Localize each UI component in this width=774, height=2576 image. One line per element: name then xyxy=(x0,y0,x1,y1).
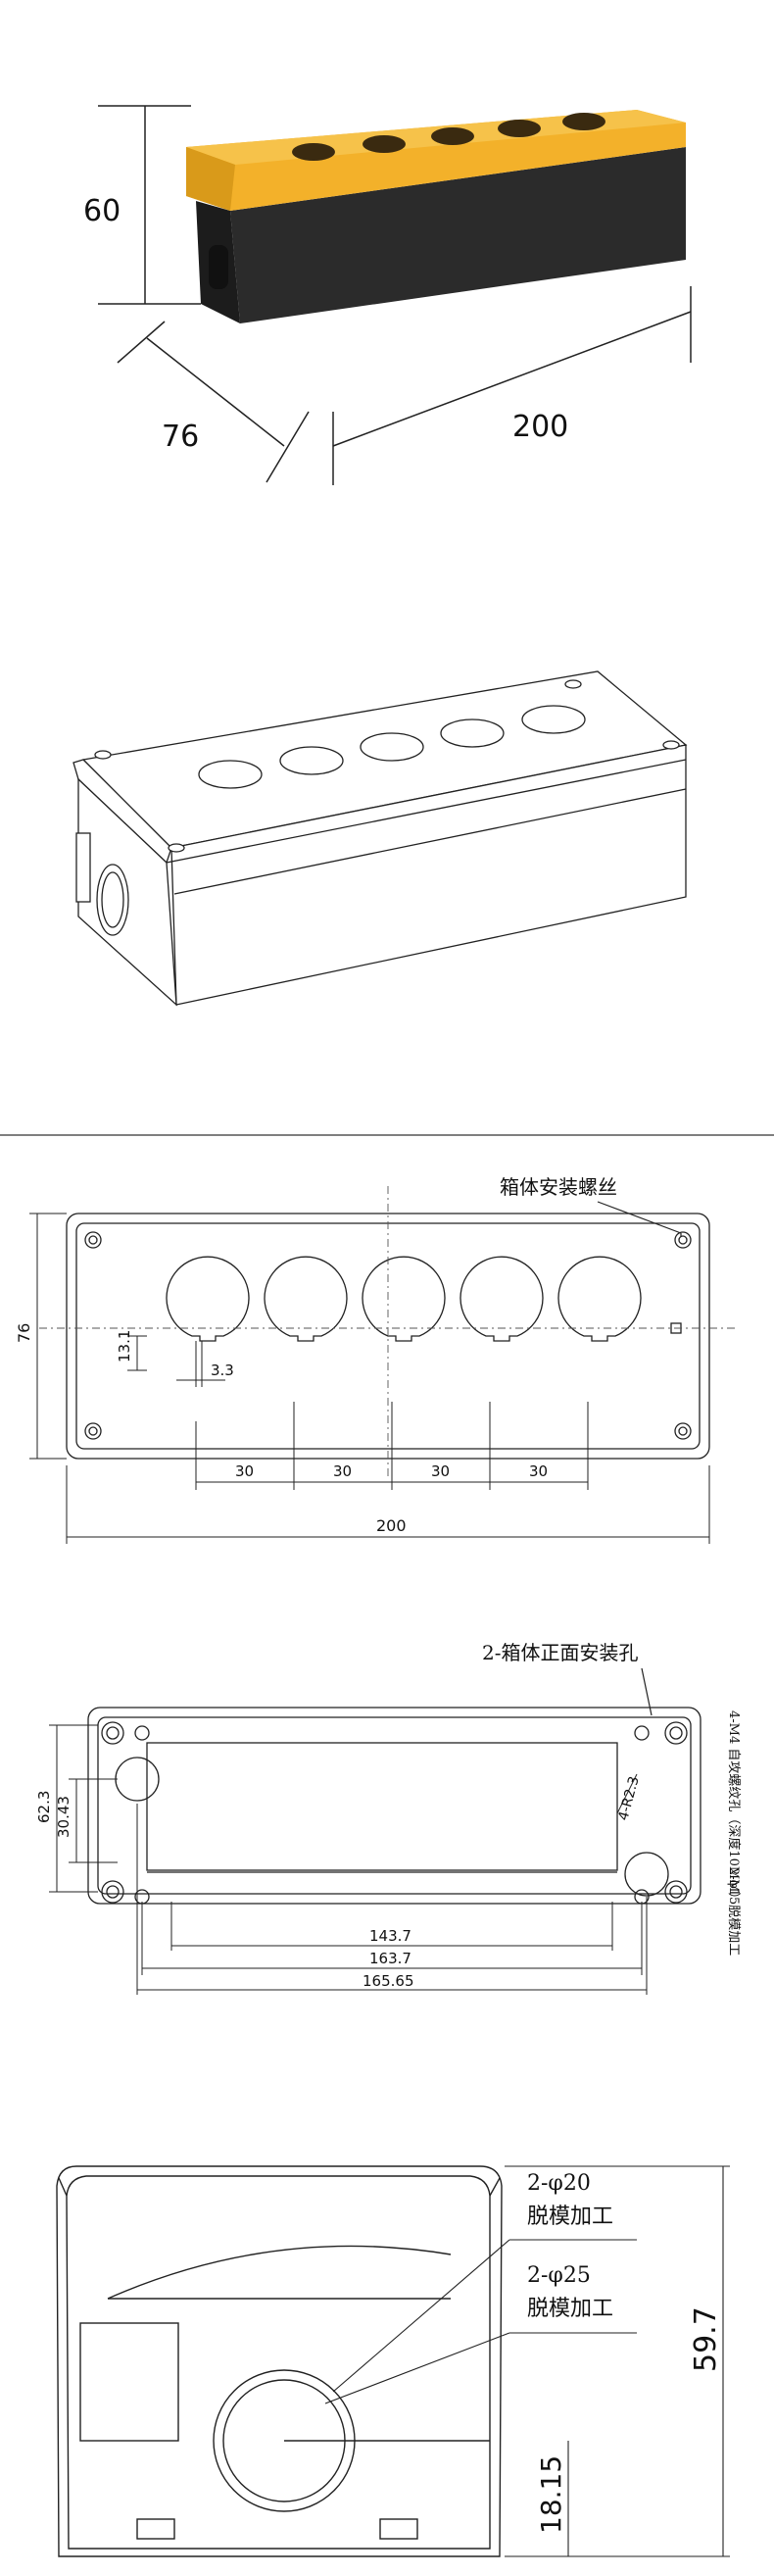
side-dim-height: 59.7 xyxy=(689,2306,723,2372)
bottom-view-outline xyxy=(87,1707,701,1905)
isometric-enclosure xyxy=(73,670,688,1007)
product-photo-panel: 60 76 200 xyxy=(0,0,774,510)
bottom-view-panel: 2-箱体正面安装孔 4-M4 自攻螺纹孔（深度10MM） 2-φ15脱模加工 xyxy=(0,1617,774,2029)
side-view-leaders xyxy=(324,2165,730,2557)
side-view-outline xyxy=(56,2165,503,2557)
lid-hole xyxy=(498,120,541,137)
note-phi15: 2-φ15脱模加工 xyxy=(726,1867,741,1956)
lid-hole xyxy=(292,143,335,161)
bottom-dim-62-3: 62.3 xyxy=(35,1791,53,1823)
note-phi25-label: 脱模加工 xyxy=(527,2297,613,2321)
cable-entry-hole xyxy=(209,245,228,289)
top-dim-spacing-1: 30 xyxy=(235,1462,254,1480)
isometric-drawing-panel xyxy=(0,637,774,1049)
top-view-centerlines xyxy=(39,1186,735,1480)
lid-hole xyxy=(363,135,406,153)
note-phi20-label: 脱模加工 xyxy=(527,2204,613,2229)
button-hole-4 xyxy=(460,1256,544,1342)
top-dim-spacing-4: 30 xyxy=(529,1462,548,1480)
lid-hole xyxy=(431,127,474,145)
isometric-holes xyxy=(198,705,586,789)
button-hole-3 xyxy=(362,1256,446,1342)
side-view-panel: 2-φ20 脱模加工 2-φ25 脱模加工 59.7 18.15 xyxy=(0,2127,774,2568)
knockout-circle xyxy=(624,1852,669,1897)
top-dim-width: 200 xyxy=(376,1516,407,1535)
note-front-holes: 2-箱体正面安装孔 xyxy=(482,1641,638,1664)
top-view-panel: 箱体安装螺丝 xyxy=(0,1127,774,1549)
bottom-dim-163-7: 163.7 xyxy=(369,1950,411,1967)
isometric-drawing xyxy=(73,670,688,1007)
side-view-drawing: 2-φ20 脱模加工 2-φ25 脱模加工 59.7 18.15 xyxy=(56,2165,730,2557)
top-dim-hole-depth: 13.1 xyxy=(116,1330,133,1362)
top-view-drawing: 箱体安装螺丝 xyxy=(0,1134,774,1544)
bottom-view-drawing: 2-箱体正面安装孔 4-M4 自攻螺纹孔（深度10MM） 2-φ15脱模加工 xyxy=(35,1641,742,1995)
enclosure-lid xyxy=(186,110,686,211)
side-dim-center: 18.15 xyxy=(535,2455,567,2534)
photo-dimension-lines xyxy=(98,105,692,485)
top-dim-height: 76 xyxy=(15,1323,33,1343)
top-dim-spacing-3: 30 xyxy=(431,1462,450,1480)
lid-hole xyxy=(562,113,605,130)
bottom-dim-30-43: 30.43 xyxy=(55,1796,73,1838)
bottom-dim-143-7: 143.7 xyxy=(369,1927,411,1945)
note-box-screws: 箱体安装螺丝 xyxy=(500,1175,617,1199)
photo-dim-height: 60 xyxy=(83,194,121,228)
button-hole-5 xyxy=(557,1256,642,1342)
top-view-dims xyxy=(29,1213,710,1544)
iso-hole xyxy=(279,746,344,775)
iso-hole xyxy=(360,732,424,762)
top-view-holes xyxy=(166,1256,642,1342)
bottom-view-dims xyxy=(49,1724,648,1995)
photo-dim-length: 200 xyxy=(512,410,568,444)
photo-dim-depth: 76 xyxy=(162,420,199,454)
note-m4: 4-M4 自攻螺纹孔（深度10MM） xyxy=(726,1710,742,1906)
iso-hole xyxy=(198,760,263,789)
bottom-dim-radius: 4-R2.3 xyxy=(615,1775,642,1823)
button-hole-2 xyxy=(264,1256,348,1342)
product-photo: 60 76 200 xyxy=(83,105,692,485)
iso-hole xyxy=(440,718,505,748)
bottom-dim-165-65: 165.65 xyxy=(363,1972,414,1990)
button-hole-1 xyxy=(166,1256,250,1342)
iso-hole xyxy=(521,705,586,734)
note-phi20: 2-φ20 xyxy=(527,2171,591,2196)
note-phi25: 2-φ25 xyxy=(527,2263,591,2288)
knockout-circle xyxy=(115,1757,160,1802)
enclosure-base xyxy=(196,147,686,323)
top-dim-key-width: 3.3 xyxy=(211,1362,234,1379)
top-dim-spacing-2: 30 xyxy=(333,1462,352,1480)
